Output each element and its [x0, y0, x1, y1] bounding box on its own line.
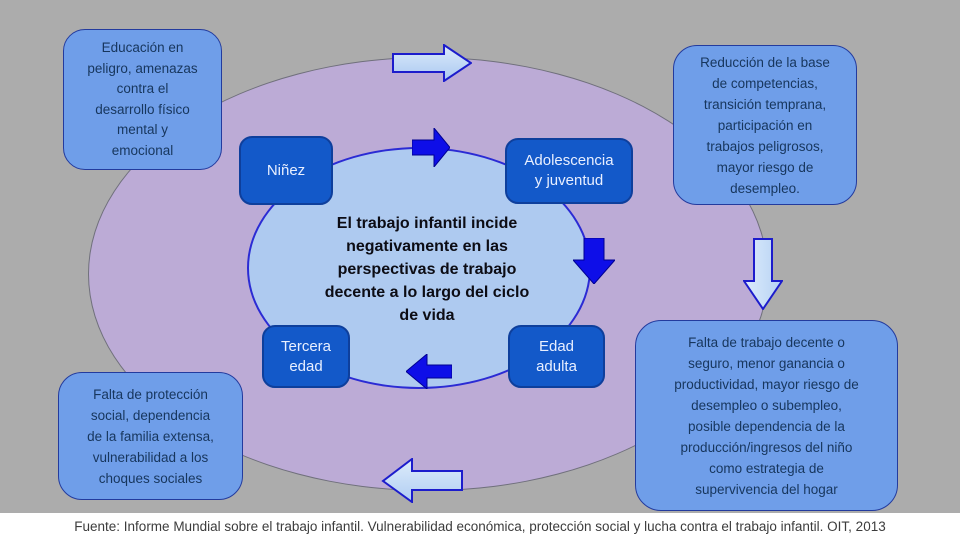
- outer-arrow-right-icon: [392, 44, 472, 82]
- outer-arrow-left-icon: [381, 458, 463, 503]
- stage-label-tercera-edad: Tercera edad: [280, 337, 332, 375]
- callout-edad-adulta-text: Falta de trabajo decente o seguro, menor…: [674, 334, 859, 497]
- callout-tercera-edad-text: Falta de protección social, dependencia …: [87, 386, 214, 486]
- cycle-arrow-down-icon: [573, 238, 615, 284]
- callout-ninez-text: Educación en peligro, amenazas contra el…: [87, 40, 198, 158]
- stage-box-tercera-edad: Tercera edad: [262, 325, 350, 388]
- source-citation: Fuente: Informe Mundial sobre el trabajo…: [74, 519, 886, 534]
- callout-adolescencia-effects: Reducción de la base de competencias, tr…: [673, 45, 857, 205]
- callout-adolescencia-text: Reducción de la base de competencias, tr…: [700, 54, 830, 196]
- callout-edad-adulta-effects: Falta de trabajo decente o seguro, menor…: [635, 320, 898, 511]
- cycle-arrow-right-icon: [412, 128, 450, 167]
- stage-label-adolescencia: Adolescencia y juventud: [524, 152, 614, 189]
- stage-box-ninez: Niñez: [239, 136, 333, 205]
- stage-box-edad-adulta: Edad adulta: [508, 325, 605, 388]
- stage-label-edad-adulta: Edad adulta: [536, 337, 577, 375]
- source-footer-bar: Fuente: Informe Mundial sobre el trabajo…: [0, 513, 960, 540]
- stage-label-ninez: Niñez: [266, 161, 306, 179]
- outer-arrow-down-icon: [743, 238, 783, 310]
- cycle-title: El trabajo infantil incide negativamente…: [324, 215, 530, 324]
- callout-ninez-effects: Educación en peligro, amenazas contra el…: [63, 29, 222, 170]
- stage-box-adolescencia: Adolescencia y juventud: [505, 138, 633, 204]
- callout-tercera-edad-effects: Falta de protección social, dependencia …: [58, 372, 243, 500]
- cycle-arrow-left-icon: [406, 354, 452, 389]
